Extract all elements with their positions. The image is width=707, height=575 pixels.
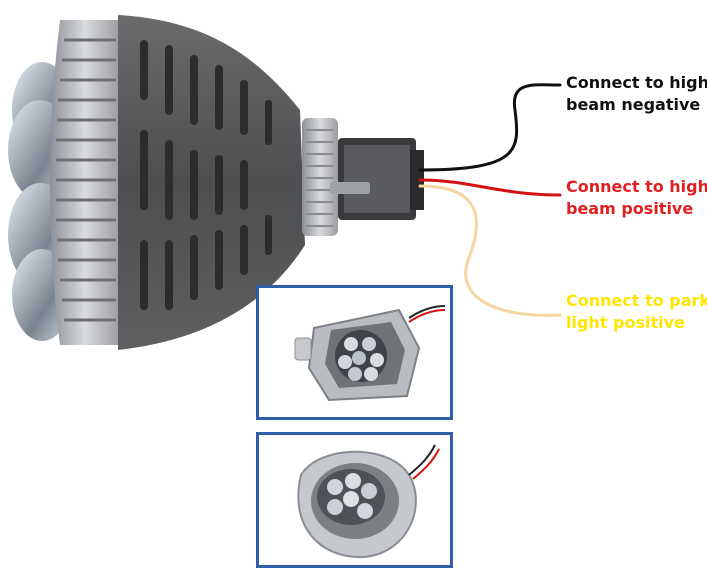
label-park-light-positive: Connect to park light positive xyxy=(566,290,707,334)
inset-photo-front xyxy=(256,285,453,420)
wire-park xyxy=(418,184,562,317)
label-high-beam-positive-line1: Connect to high xyxy=(566,177,707,196)
label-high-beam-negative: Connect to high beam negative xyxy=(566,72,707,116)
label-park-light-positive-line1: Connect to park xyxy=(566,291,707,310)
bulb-socket xyxy=(330,138,424,220)
label-high-beam-positive: Connect to high beam positive xyxy=(566,176,707,220)
label-high-beam-negative-line1: Connect to high xyxy=(566,73,707,92)
silver-fin-ring xyxy=(50,20,120,345)
halo-ring-front-image xyxy=(259,288,450,417)
wire-black xyxy=(418,83,562,172)
label-high-beam-negative-line2: beam negative xyxy=(566,95,701,114)
label-park-light-positive-line2: light positive xyxy=(566,313,685,332)
wires xyxy=(418,83,562,317)
knurled-collar xyxy=(302,118,338,236)
heat-sink-housing xyxy=(118,15,305,350)
halo-ring-angled-image xyxy=(259,435,450,565)
wire-red xyxy=(418,178,562,197)
label-high-beam-positive-line2: beam positive xyxy=(566,199,694,218)
inset-photo-angled xyxy=(256,432,453,568)
